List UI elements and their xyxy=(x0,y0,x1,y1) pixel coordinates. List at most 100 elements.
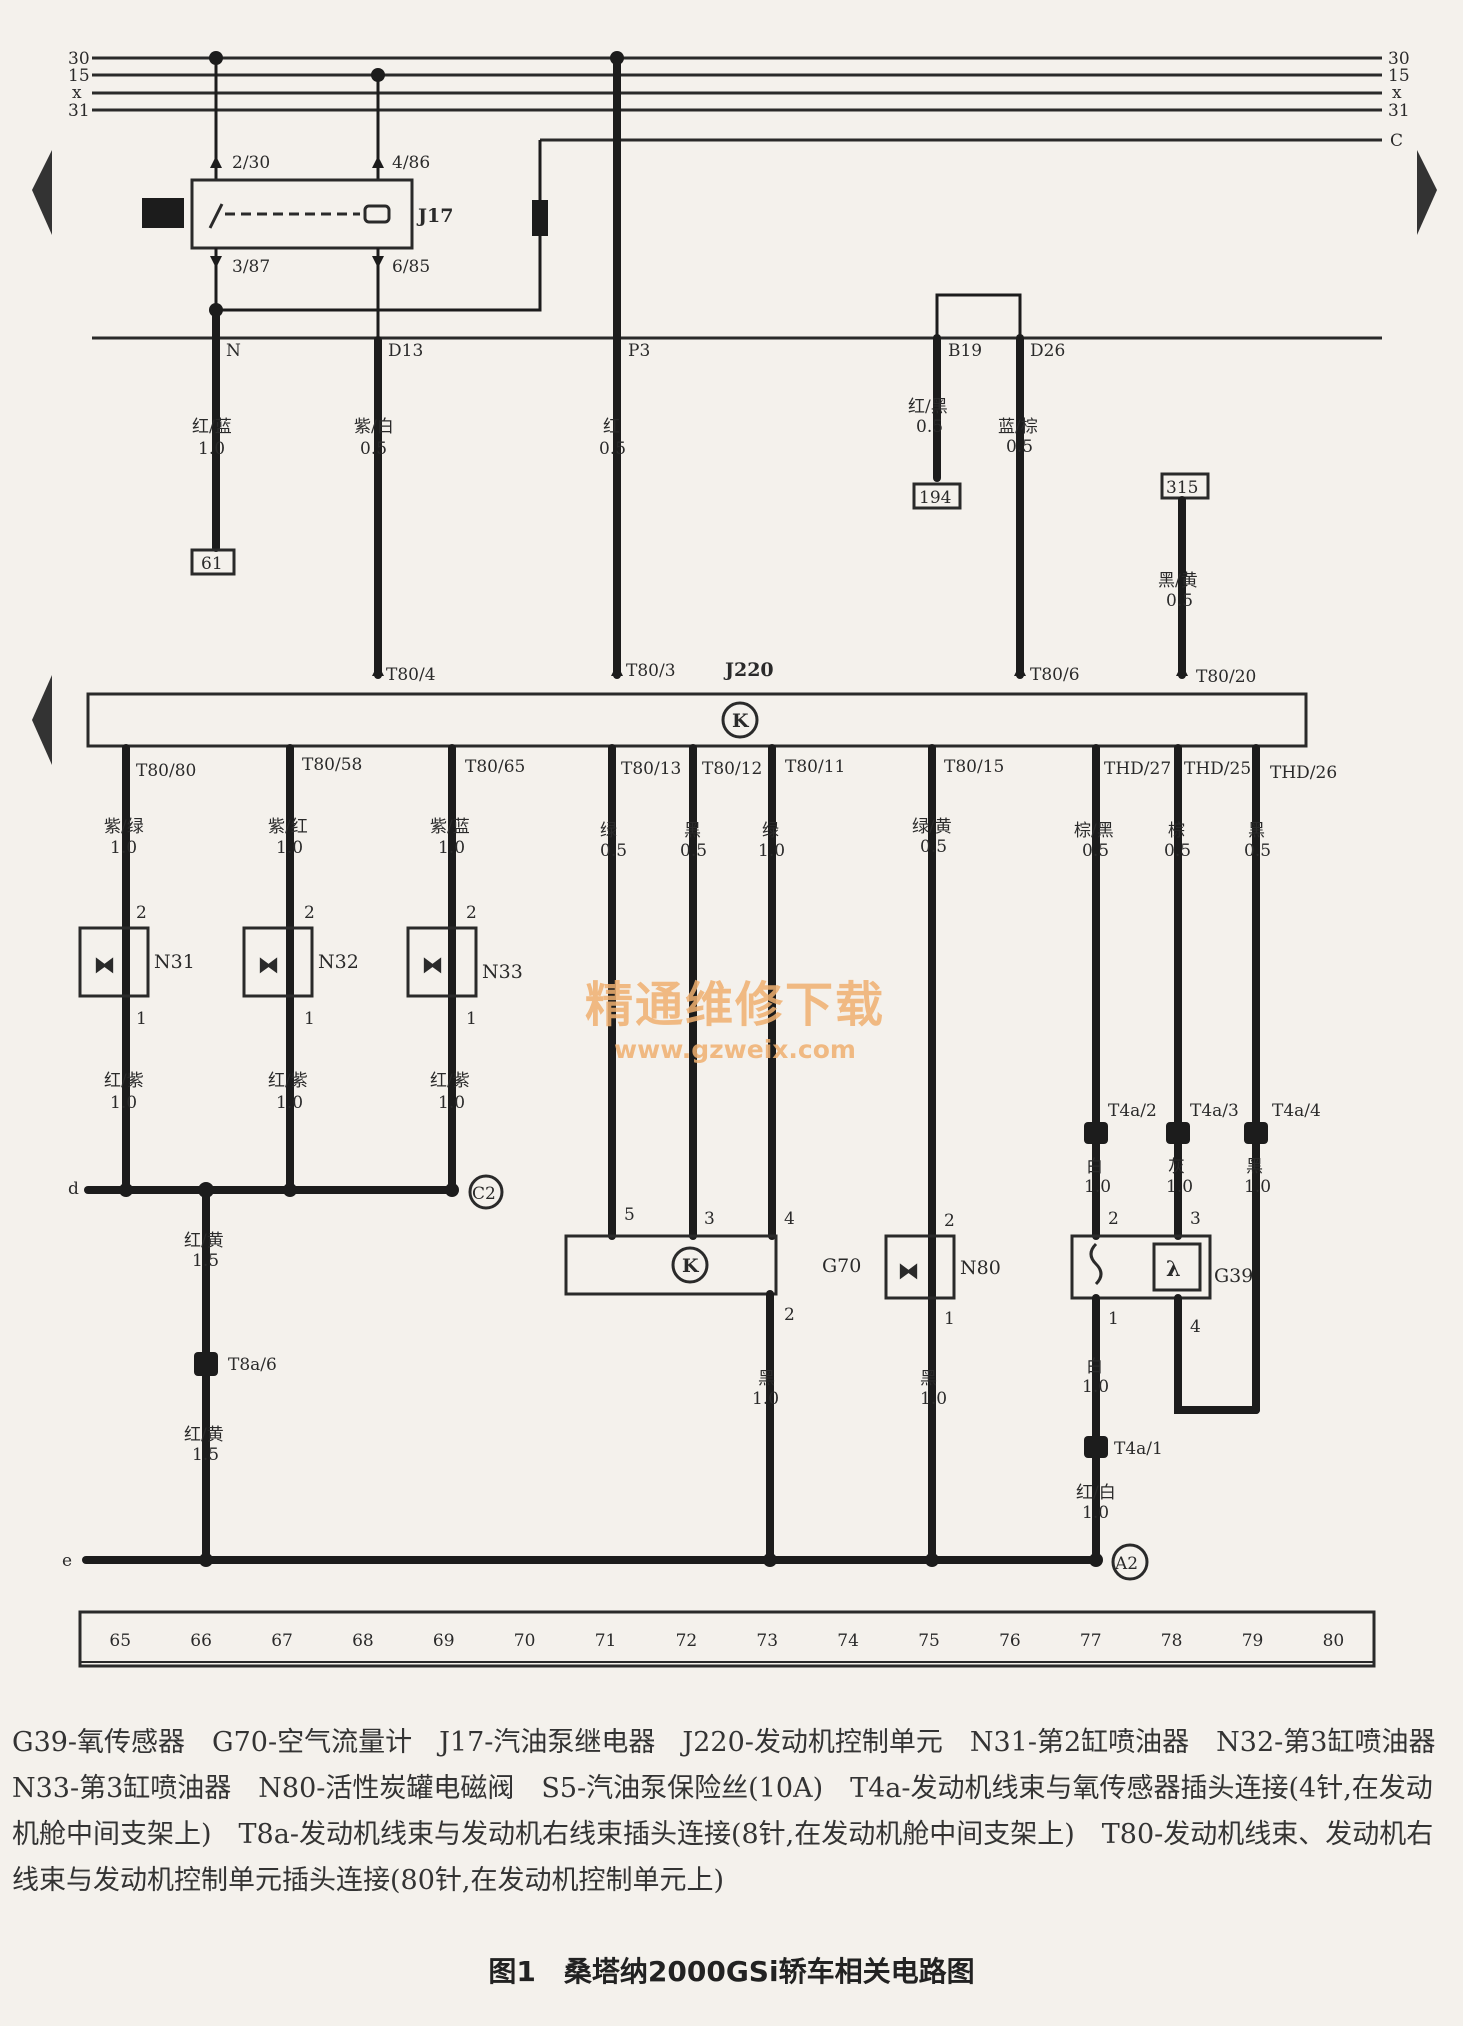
bus-label-rx: x xyxy=(1392,83,1402,103)
pin-thd-27: THD/27 xyxy=(1104,759,1171,779)
conn-p3: P3 xyxy=(628,341,650,361)
conn-p3-gauge: 0.5 xyxy=(599,439,626,459)
legend: G39-氧传感器 G70-空气流量计 J17-汽油泵继电器 J220-发动机控制… xyxy=(12,1727,1463,1896)
relay-pin-6-85: 6/85 xyxy=(392,257,430,277)
injector-n33-name: N33 xyxy=(482,961,523,983)
svg-text:棕/黑: 棕/黑 xyxy=(1074,821,1114,841)
svg-text:1.0: 1.0 xyxy=(752,1389,779,1409)
svg-text:红/黄: 红/黄 xyxy=(184,1425,224,1445)
svg-text:2: 2 xyxy=(136,903,147,923)
pin-t80-20: T80/20 xyxy=(1196,667,1256,687)
bus-label-30: 30 xyxy=(68,49,90,69)
svg-text:1.0: 1.0 xyxy=(276,1093,303,1113)
bus-label-r15: 15 xyxy=(1388,66,1410,86)
conn-t4a-4: T4a/4 xyxy=(1272,1101,1321,1121)
relay-pin-2-30: 2/30 xyxy=(232,153,270,173)
pin-t80-13: T80/13 xyxy=(621,759,681,779)
ecu-box xyxy=(86,692,1308,748)
svg-text:紫/红: 紫/红 xyxy=(268,817,308,837)
conn-d26: D26 xyxy=(1030,341,1065,361)
svg-text:紫/绿: 紫/绿 xyxy=(104,817,144,837)
node-a2: A2 xyxy=(1114,1554,1138,1574)
svg-text:绿/黄: 绿/黄 xyxy=(912,817,952,837)
svg-text:白: 白 xyxy=(1086,1357,1103,1377)
svg-text:红/黄: 红/黄 xyxy=(184,1231,224,1251)
svg-text:0.5: 0.5 xyxy=(920,837,947,857)
svg-text:绿: 绿 xyxy=(600,821,617,841)
g70-name: G70 xyxy=(822,1255,861,1277)
conn-p3-color: 红 xyxy=(603,417,620,437)
ecu-left-arrow xyxy=(32,675,52,765)
svg-text:K: K xyxy=(682,1255,700,1277)
svg-text:红/紫: 红/紫 xyxy=(268,1071,308,1091)
node-c2: C2 xyxy=(472,1184,496,1204)
watermark-line1: 精通维修下载 xyxy=(584,977,885,1033)
ground-d: d C2 红/黄 1.5 T8a/6 红/黄 1.5 xyxy=(68,1174,504,1564)
svg-text:红/紫: 红/紫 xyxy=(430,1071,470,1091)
svg-text:1: 1 xyxy=(1108,1309,1119,1329)
svg-text:1.0: 1.0 xyxy=(1166,1177,1193,1197)
watermark-line2: www.gzweix.com xyxy=(614,1035,856,1064)
pin-t80-58: T80/58 xyxy=(302,755,362,775)
svg-text:0.5: 0.5 xyxy=(1164,841,1191,861)
ref-315: 315 xyxy=(1166,478,1198,498)
svg-text:1.0: 1.0 xyxy=(920,1389,947,1409)
power-bus xyxy=(92,56,1382,142)
svg-text:⧓: ⧓ xyxy=(258,952,279,977)
relay-name: J17 xyxy=(416,205,453,227)
svg-text:2: 2 xyxy=(1108,1209,1119,1229)
svg-text:红/紫: 红/紫 xyxy=(104,1071,144,1091)
grid-number-79: 79 xyxy=(1242,1631,1264,1651)
pin-thd-26: THD/26 xyxy=(1270,763,1337,783)
conn-n: N xyxy=(226,341,241,361)
svg-text:1.0: 1.0 xyxy=(1082,1503,1109,1523)
svg-text:3: 3 xyxy=(1190,1209,1201,1229)
svg-text:4: 4 xyxy=(1190,1317,1201,1337)
conn-t4a-2: T4a/2 xyxy=(1108,1101,1157,1121)
grid-number-77: 77 xyxy=(1080,1631,1102,1651)
svg-text:3: 3 xyxy=(704,1209,715,1229)
svg-text:⧓: ⧓ xyxy=(422,952,443,977)
conn-n-gauge: 1.0 xyxy=(198,439,225,459)
ref-61: 61 xyxy=(201,554,223,574)
bus-label-r31: 31 xyxy=(1388,101,1410,121)
injector-n32: 紫/红 1.0 2 ⧓ N32 1 红/紫 1.0 xyxy=(242,744,359,1194)
conn-d26-gauge: 0.5 xyxy=(1006,437,1033,457)
grid-number-70: 70 xyxy=(514,1631,536,1651)
svg-text:4: 4 xyxy=(784,1209,795,1229)
pin-t80-15: T80/15 xyxy=(944,757,1004,777)
grid-number-65: 65 xyxy=(109,1631,131,1651)
top-wires: N 红/蓝 1.0 61 D13 紫/白 0.5 T80/4 P3 红 0.5 … xyxy=(190,51,1256,687)
svg-text:1.0: 1.0 xyxy=(438,1093,465,1113)
relay-box xyxy=(190,178,414,250)
svg-text:黑: 黑 xyxy=(1248,821,1265,841)
injector-n31-name: N31 xyxy=(154,951,195,973)
svg-text:1.0: 1.0 xyxy=(438,838,465,858)
bus-label-15: 15 xyxy=(68,66,90,86)
svg-text:1: 1 xyxy=(466,1009,477,1029)
bus-labels-right: 30 15 x 31 C xyxy=(1388,49,1410,151)
svg-text:1.0: 1.0 xyxy=(758,841,785,861)
conn-n-color: 红/蓝 xyxy=(192,417,232,437)
svg-text:1: 1 xyxy=(304,1009,315,1029)
grid-number-74: 74 xyxy=(837,1631,859,1651)
relay-pin-4-86: 4/86 xyxy=(392,153,430,173)
grid-number-71: 71 xyxy=(595,1631,617,1651)
conn-b19: B19 xyxy=(948,341,982,361)
bus-label-rc: C xyxy=(1390,131,1403,151)
svg-text:1.0: 1.0 xyxy=(110,1093,137,1113)
svg-text:2: 2 xyxy=(784,1305,795,1325)
svg-text:2: 2 xyxy=(944,1211,955,1231)
next-page-arrow[interactable] xyxy=(1417,150,1437,235)
ground-e: e A2 xyxy=(62,1543,1149,1581)
svg-text:棕: 棕 xyxy=(1168,821,1185,841)
relay-pin-3-87: 3/87 xyxy=(232,257,270,277)
svg-text:1.0: 1.0 xyxy=(276,838,303,858)
svg-text:黑: 黑 xyxy=(758,1369,775,1389)
grid-number-76: 76 xyxy=(999,1631,1021,1651)
bus-label-r30: 30 xyxy=(1388,49,1410,69)
ecu-j220: J220 K xyxy=(86,659,1308,748)
conn-d13-color: 紫/白 xyxy=(354,417,394,437)
prev-page-arrow[interactable] xyxy=(32,150,52,235)
svg-text:0.5: 0.5 xyxy=(600,841,627,861)
